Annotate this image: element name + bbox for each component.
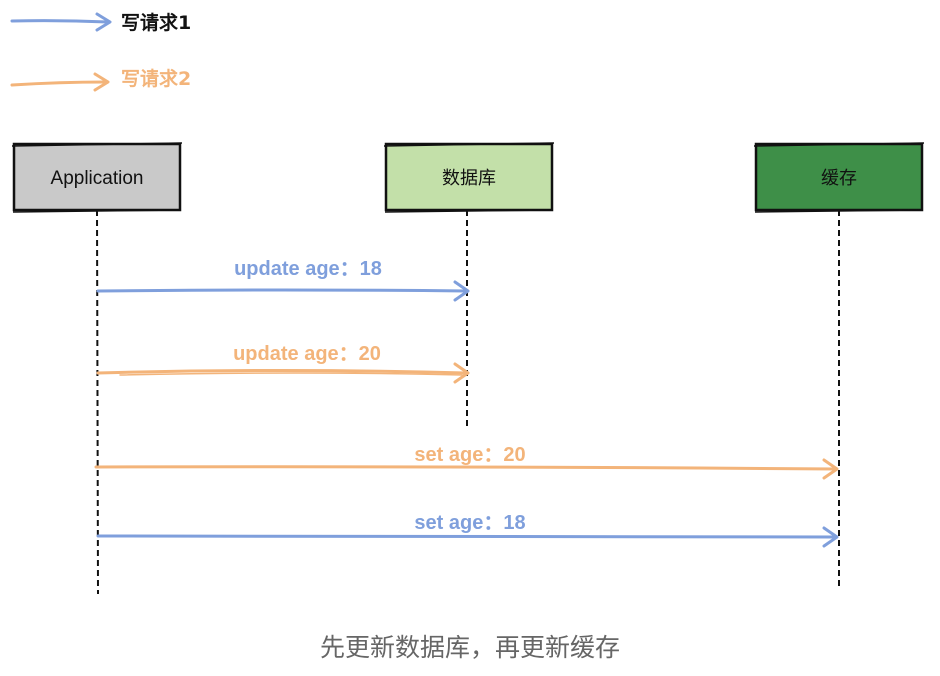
legend-arrowhead-request2 [93,72,110,92]
message-2: update age：20 [96,343,470,384]
participant-database: 数据库 [383,142,555,213]
lifeline-application [96,209,99,595]
participant-application: Application [11,142,183,213]
message-1: update age：18 [96,258,470,302]
legend-item-request2: 写请求2 [10,67,191,92]
participant-cache: 缓存 [753,142,925,213]
diagram-caption: 先更新数据库，再更新缓存 [319,633,620,662]
message-label-4: set age：18 [414,512,525,534]
legend: 写请求1 写请求2 [10,11,191,92]
lifelines [96,209,840,595]
participant-label-cache: 缓存 [821,168,857,189]
participant-label-application: Application [51,168,144,189]
legend-arrow-request1 [10,19,110,24]
legend-label-request2: 写请求2 [121,67,191,90]
legend-label-request1: 写请求1 [121,11,191,34]
message-4: set age：18 [96,512,839,548]
legend-arrow-request2 [10,80,108,87]
participant-label-database: 数据库 [442,168,496,189]
message-label-2: update age：20 [233,343,381,365]
message-label-1: update age：18 [234,258,382,280]
legend-item-request1: 写请求1 [10,11,191,34]
message-3: set age：20 [94,444,839,480]
message-label-3: set age：20 [414,444,525,466]
legend-arrowhead-request1 [95,12,112,32]
